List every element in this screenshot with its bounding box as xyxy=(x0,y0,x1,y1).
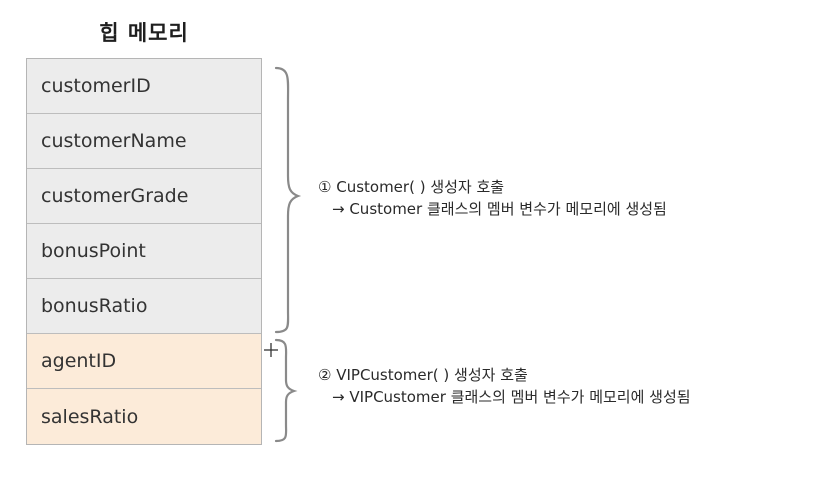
field-cell-agent-id: agentID xyxy=(27,334,261,389)
heap-memory-table: customerID customerName customerGrade bo… xyxy=(26,58,262,445)
field-cell-customer-name: customerName xyxy=(27,114,261,169)
annotation-line-result: → Customer 클래스의 멤버 변수가 메모리에 생성됨 xyxy=(332,200,667,218)
field-cell-sales-ratio: salesRatio xyxy=(27,389,261,444)
brace-icon xyxy=(274,338,298,443)
field-cell-customer-id: customerID xyxy=(27,59,261,114)
annotation-vipcustomer-constructor: ② VIPCustomer( ) 생성자 호출 → VIPCustomer 클래… xyxy=(318,364,691,408)
cursor-crosshair-icon xyxy=(264,343,278,357)
field-cell-bonus-point: bonusPoint xyxy=(27,224,261,279)
annotation-line-call: ① Customer( ) 생성자 호출 xyxy=(318,178,505,196)
annotation-customer-constructor: ① Customer( ) 생성자 호출 → Customer 클래스의 멤버 … xyxy=(318,176,667,220)
field-cell-bonus-ratio: bonusRatio xyxy=(27,279,261,334)
brace-icon xyxy=(274,66,302,334)
field-cell-customer-grade: customerGrade xyxy=(27,169,261,224)
annotation-line-call: ② VIPCustomer( ) 생성자 호출 xyxy=(318,366,528,384)
diagram-title: 힙 메모리 xyxy=(99,21,189,45)
annotation-line-result: → VIPCustomer 클래스의 멤버 변수가 메모리에 생성됨 xyxy=(332,388,691,406)
